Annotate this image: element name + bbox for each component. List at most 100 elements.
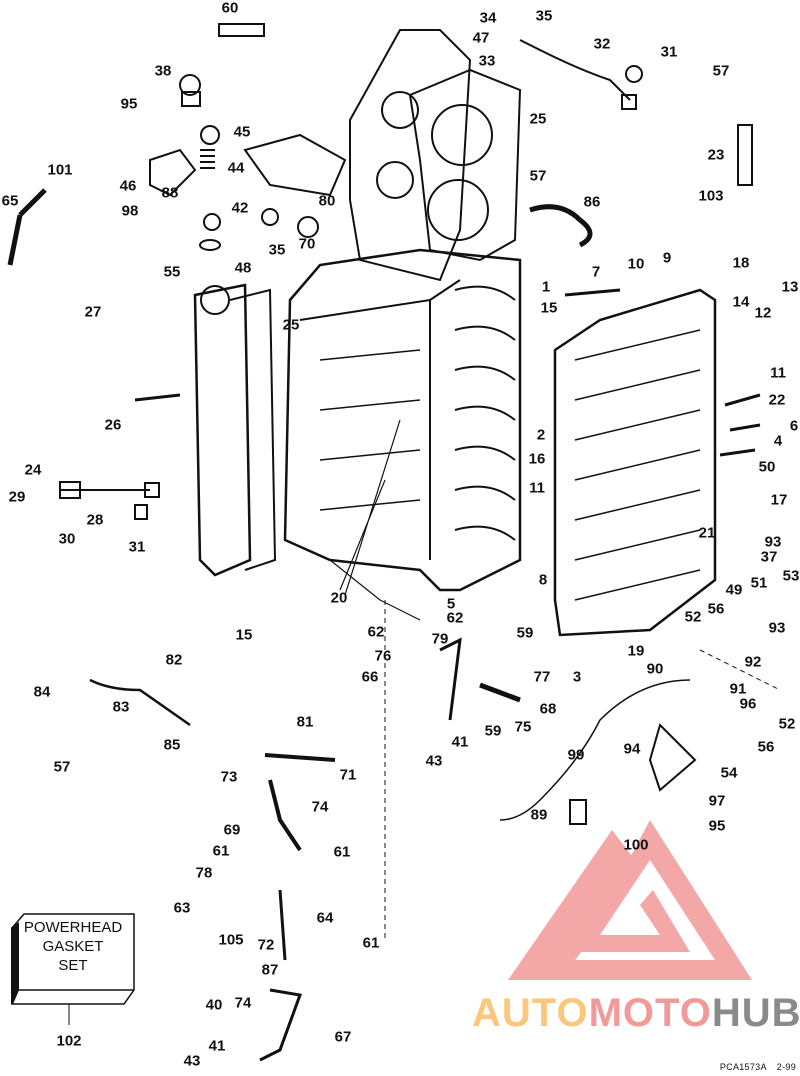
part-label: 4 (773, 432, 783, 450)
part-label: 14 (732, 293, 750, 311)
part-label: 27 (84, 303, 102, 321)
part-label: 18 (732, 254, 750, 272)
part-label: 77 (533, 668, 551, 686)
part-label: 61 (333, 843, 351, 861)
part-label: 7 (591, 263, 601, 281)
part-label: 78 (195, 864, 213, 882)
part-label: 12 (754, 304, 772, 322)
part-label: 92 (744, 653, 762, 671)
watermark-text: AUTOMOTOHUB (472, 993, 800, 1033)
part-label: 75 (514, 718, 532, 736)
part-label: 34 (479, 9, 497, 27)
part-label: 74 (234, 994, 252, 1012)
part-label: 67 (334, 1028, 352, 1046)
part-label: 96 (739, 695, 757, 713)
part-label: 23 (707, 146, 725, 164)
part-label: 33 (478, 52, 496, 70)
part-label: 91 (729, 680, 747, 698)
part-label: 37 (760, 548, 778, 566)
part-label: 2 (536, 426, 546, 444)
part-label: 3 (572, 668, 582, 686)
part-label: 30 (58, 530, 76, 548)
cylinder-block (283, 248, 522, 592)
part-label: 56 (757, 738, 775, 756)
part-label: 68 (539, 700, 557, 718)
part-label: 31 (660, 43, 678, 61)
gasket-line-3: SET (58, 957, 88, 974)
part-label: 100 (623, 836, 649, 854)
part-label: 32 (593, 35, 611, 53)
part-label: 15 (235, 626, 253, 644)
part-label: 57 (712, 62, 730, 80)
head-gasket-rear (349, 29, 472, 282)
watermark-logo-icon (508, 820, 752, 980)
part-label: 35 (535, 7, 553, 25)
part-label: 43 (183, 1052, 201, 1070)
figure-code: PCA1573A 2-99 (710, 1062, 796, 1072)
part-label: 17 (770, 491, 788, 509)
part-label: 62 (367, 623, 385, 641)
part-label: 40 (205, 996, 223, 1014)
part-label: 25 (529, 110, 547, 128)
part-label: 53 (782, 567, 800, 585)
part-label: 66 (361, 668, 379, 686)
part-label: 65 (1, 192, 19, 210)
part-label: 57 (53, 758, 71, 776)
part-label: 59 (516, 624, 534, 642)
part-label: 102 (56, 1032, 82, 1050)
part-label: 61 (212, 842, 230, 860)
part-label: 13 (781, 278, 799, 296)
exhaust-cover (193, 283, 252, 577)
part-label: 85 (163, 736, 181, 754)
part-label: 101 (47, 161, 73, 179)
part-label: 98 (121, 202, 139, 220)
part-label: 19 (627, 642, 645, 660)
part-label: 74 (311, 798, 329, 816)
part-label: 8 (538, 571, 548, 589)
part-label: 99 (567, 746, 585, 764)
part-label: 94 (623, 740, 641, 758)
crankcase-cover (553, 288, 717, 637)
watermark-moto: MOTO (588, 991, 712, 1035)
part-label: 11 (770, 364, 786, 382)
part-label: 88 (161, 184, 179, 202)
part-label: 31 (128, 538, 146, 556)
part-label: 16 (528, 450, 546, 468)
part-label: 81 (296, 713, 314, 731)
part-label: 20 (330, 589, 348, 607)
part-label: 6 (789, 417, 799, 435)
part-label: 72 (257, 936, 275, 954)
part-label: 90 (646, 660, 664, 678)
part-label: 5 (446, 595, 456, 613)
part-label: 41 (451, 733, 469, 751)
part-label: 73 (220, 768, 238, 786)
cylinder-head (408, 68, 522, 262)
part-label: 84 (33, 683, 51, 701)
part-label: 64 (316, 909, 334, 927)
part-label: 24 (24, 461, 42, 479)
part-label: 87 (261, 961, 279, 979)
part-label: 9 (662, 249, 672, 267)
part-label: 63 (173, 899, 191, 917)
gasket-line-1: POWERHEAD (23, 919, 123, 936)
gasket-line-2: GASKET (42, 938, 104, 955)
part-label: 42 (231, 199, 249, 217)
figure-code-id: PCA1573A (719, 1062, 767, 1072)
part-label: 62 (446, 609, 464, 627)
part-label: 38 (154, 62, 172, 80)
part-label: 59 (484, 722, 502, 740)
part-label: 11 (529, 479, 545, 497)
figure-date: 2-99 (776, 1062, 796, 1072)
part-label: 35 (268, 241, 286, 259)
part-label: 48 (234, 259, 252, 277)
part-label: 49 (725, 581, 743, 599)
part-label: 29 (8, 488, 26, 506)
watermark-auto: AUTO (472, 991, 589, 1035)
part-label: 56 (707, 600, 725, 618)
part-label: 76 (374, 647, 392, 665)
part-label: 80 (318, 192, 336, 210)
part-label: 55 (163, 263, 181, 281)
part-label: 51 (750, 574, 768, 592)
